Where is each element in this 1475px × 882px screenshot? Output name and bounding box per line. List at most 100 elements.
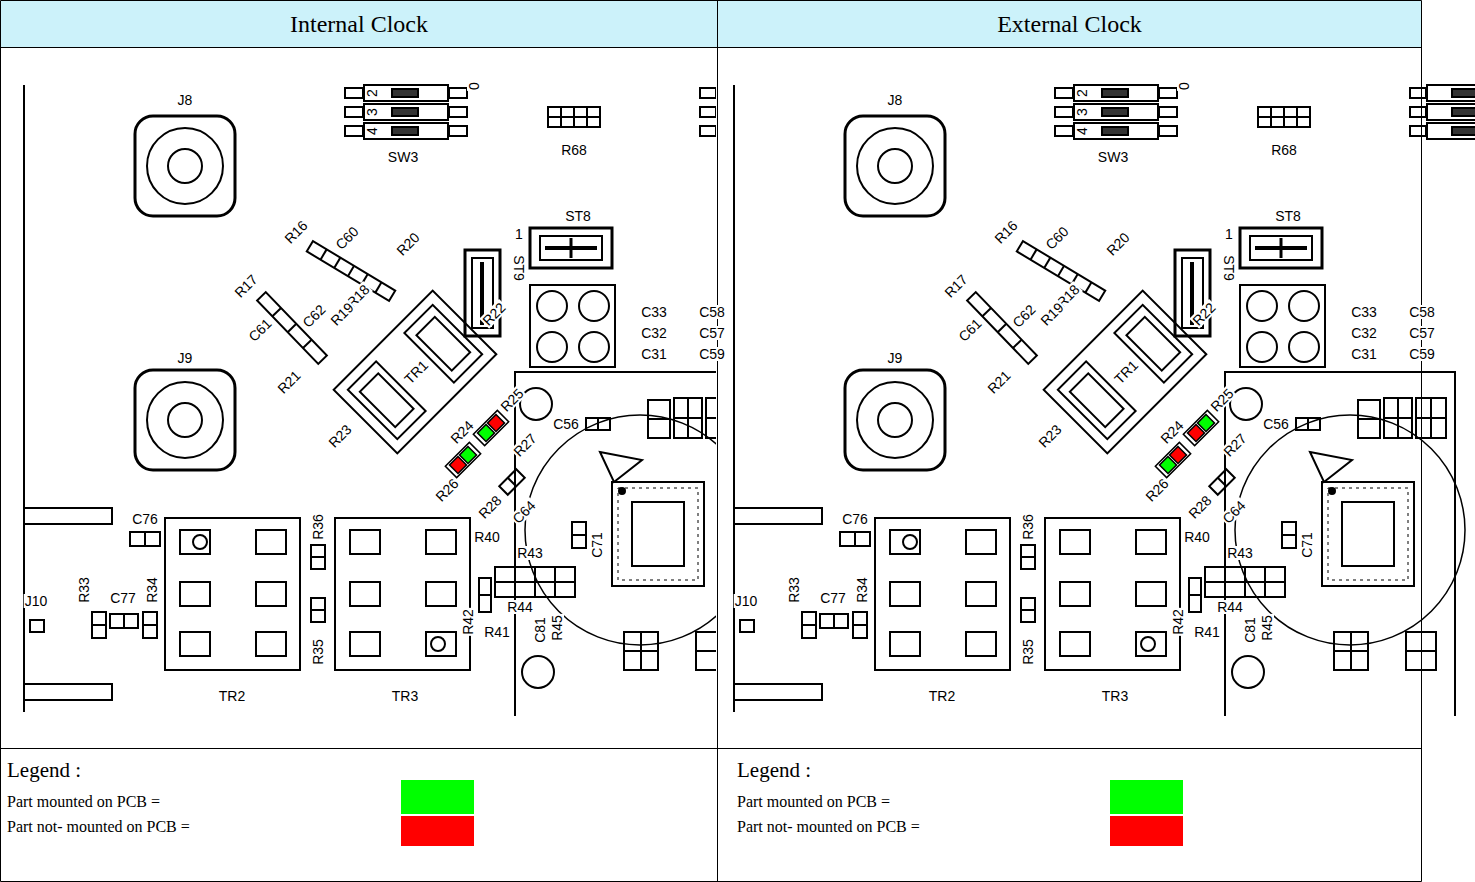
pcb-outline (1, 881, 1422, 882)
part-label: R35 (1021, 638, 1035, 666)
pcb-outline (473, 410, 508, 445)
part-label: 4 (1075, 126, 1089, 136)
part-label: R16 (991, 217, 1020, 246)
part-label: R26 (432, 475, 461, 504)
part-label: C81 (533, 616, 547, 644)
part-label: J8 (887, 93, 904, 107)
part-label: R43 (1226, 546, 1254, 560)
part-label: C59 (1408, 347, 1436, 361)
part-label: 1 (514, 227, 524, 241)
pcb-outline (445, 410, 508, 477)
legend-heading: Legend : (737, 759, 811, 781)
part-label: R17 (231, 271, 260, 300)
legend-swatch (401, 816, 474, 846)
part-label: C61 (245, 315, 274, 344)
part-label: C56 (1262, 417, 1290, 431)
part-label: 4 (365, 126, 379, 136)
part-label: C33 (1350, 305, 1378, 319)
header-cell: External Clock (718, 1, 1421, 47)
part-label: R44 (506, 600, 534, 614)
part-label: C57 (1408, 326, 1436, 340)
part-label: R28 (1185, 492, 1214, 521)
pcb-outline (1, 748, 1422, 749)
part-label: C76 (841, 512, 869, 526)
part-label: C77 (819, 591, 847, 605)
part-label: 0 (1177, 81, 1191, 91)
part-label: R33 (77, 576, 91, 604)
header-cell: Internal Clock (1, 1, 717, 47)
part-label: R35 (311, 638, 325, 666)
part-label: C71 (590, 531, 604, 559)
part-label: 3 (365, 107, 379, 117)
part-label: C58 (698, 305, 726, 319)
legend-heading: Legend : (7, 759, 81, 781)
part-label: C31 (640, 347, 668, 361)
part-label: R21 (274, 367, 303, 396)
part-label: J9 (177, 351, 194, 365)
part-label: TR2 (928, 689, 956, 703)
part-label: TR1 (401, 357, 431, 387)
header-text: Internal Clock (290, 11, 428, 38)
part-label: R33 (787, 576, 801, 604)
pcb-outline (1, 47, 1422, 48)
part-label: R45 (550, 614, 564, 642)
pcb-outline (450, 457, 467, 474)
part-label: R68 (1270, 143, 1298, 157)
part-label: C60 (1042, 223, 1071, 252)
part-label: ST9 (512, 254, 526, 282)
part-label: 2 (365, 88, 379, 98)
pcb-outline (734, 85, 1475, 716)
internal-clock-board (24, 85, 716, 716)
part-label: R34 (145, 576, 159, 604)
part-label: TR3 (391, 689, 419, 703)
part-label: C76 (131, 512, 159, 526)
part-label: R36 (1021, 513, 1035, 541)
part-label: C81 (1243, 616, 1257, 644)
pcb-outline (0, 1, 1, 882)
part-label: C62 (1009, 301, 1038, 330)
part-label: R43 (516, 546, 544, 560)
pcb-outline (1183, 410, 1218, 445)
part-label: SW3 (387, 150, 419, 164)
part-label: R68 (560, 143, 588, 157)
part-label: 1 (1224, 227, 1234, 241)
table-grid (1, 1, 1422, 882)
part-label: C59 (698, 347, 726, 361)
part-label: ST9 (1222, 254, 1236, 282)
part-label: C57 (698, 326, 726, 340)
part-label: 2 (1075, 88, 1089, 98)
part-label: R44 (1216, 600, 1244, 614)
part-label: C58 (1408, 305, 1436, 319)
part-label: C62 (299, 301, 328, 330)
part-label: R36 (311, 513, 325, 541)
part-label: R21 (984, 367, 1013, 396)
part-label: R20 (393, 229, 422, 258)
pcb-outline (1188, 425, 1205, 442)
pcb-outline (445, 442, 480, 477)
pcb-outline (1155, 410, 1218, 477)
part-label: SW3 (1097, 150, 1129, 164)
part-label: R16 (281, 217, 310, 246)
legend-label: Part not- mounted on PCB = (737, 818, 920, 836)
pcb-outline (1155, 442, 1190, 477)
part-label: C33 (640, 305, 668, 319)
pcb-outline (478, 425, 495, 442)
part-label: ST8 (564, 209, 592, 223)
legend-label: Part mounted on PCB = (7, 793, 160, 811)
part-label: R41 (1193, 625, 1221, 639)
part-label: C60 (332, 223, 361, 252)
header-text: External Clock (997, 11, 1142, 38)
part-label: R23 (325, 421, 354, 450)
part-label: 3 (1075, 107, 1089, 117)
part-label: R42 (461, 608, 475, 636)
part-label: C32 (1350, 326, 1378, 340)
part-label: R34 (855, 576, 869, 604)
pcb-outline (1160, 457, 1177, 474)
external-clock-board (734, 85, 1475, 716)
part-label: C77 (109, 591, 137, 605)
part-label: C32 (640, 326, 668, 340)
legend-swatch (1110, 780, 1183, 814)
part-label: C71 (1300, 531, 1314, 559)
part-label: TR2 (218, 689, 246, 703)
